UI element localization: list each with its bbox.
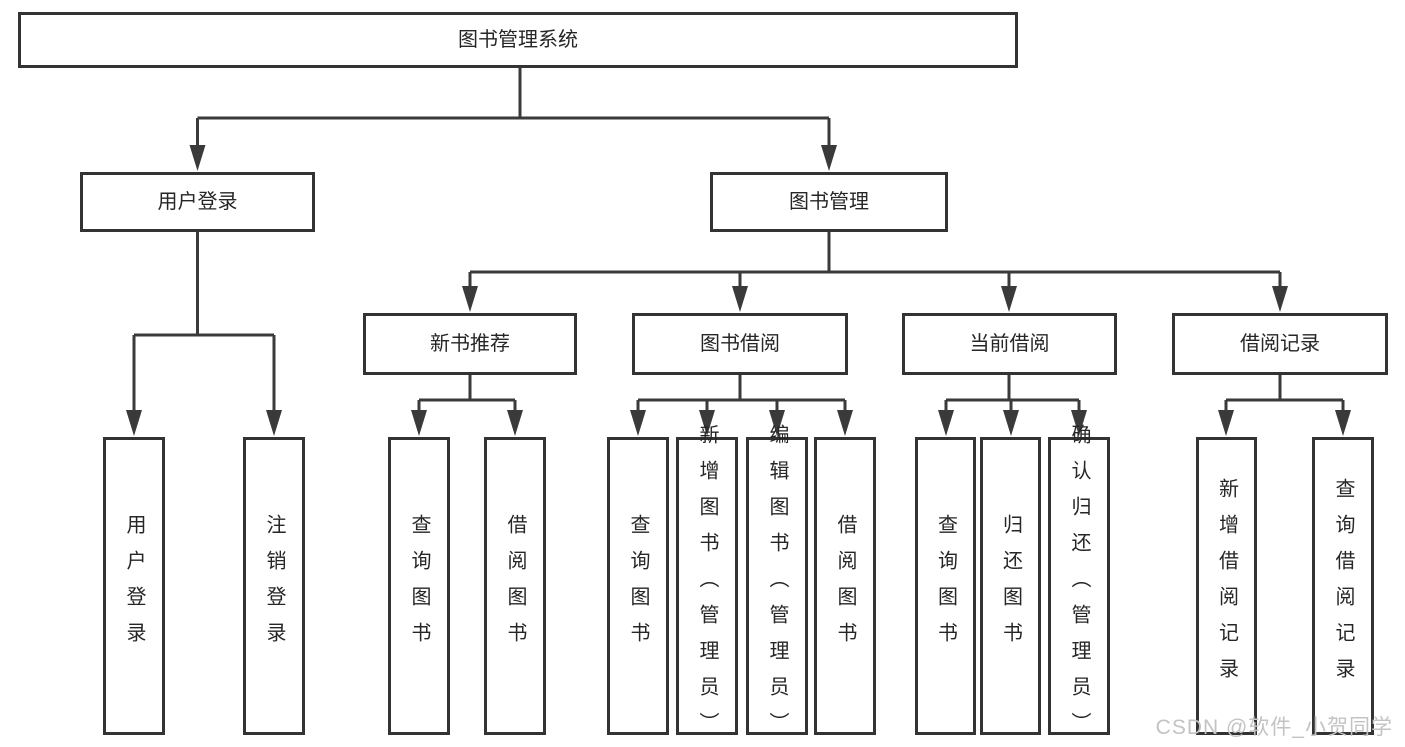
node-user-login: 用户登录 [80,172,315,232]
connector-borrow-records [1224,375,1345,414]
leaf-query-books-recommend: 查询图书 [388,437,450,735]
leaf-return-book-label: 归还图书 [999,514,1022,658]
leaf-confirm-return-admin: 确认归还（管理员） [1048,424,1110,747]
node-book-management: 图书管理 [710,172,948,232]
connector-book-borrow [636,375,847,414]
connector-new-book-recommend [417,375,517,414]
node-root: 图书管理系统 [18,12,1018,68]
connector-book-management [468,232,1282,291]
leaf-logout-label: 注销登录 [263,514,285,658]
leaf-query-books-borrow: 查询图书 [607,437,669,735]
connector-root [196,68,831,150]
leaf-add-borrow-record: 新增借阅记录 [1196,437,1257,735]
leaf-borrow-books: 借阅图书 [814,437,876,735]
node-current-borrow: 当前借阅 [902,313,1117,375]
node-book-borrow-label: 图书借阅 [700,333,780,355]
leaf-user-login: 用户登录 [103,437,165,735]
leaf-user-login-label: 用户登录 [123,514,145,658]
leaf-query-books-current-label: 查询图书 [934,514,957,658]
leaf-logout: 注销登录 [243,437,305,735]
leaf-add-book-admin-label: 新增图书（管理员） [696,424,718,747]
leaf-add-book-admin: 新增图书（管理员） [676,424,738,747]
node-new-book-recommend: 新书推荐 [363,313,577,375]
arrowheads [126,145,1351,436]
leaf-borrow-books-recommend: 借阅图书 [484,437,546,735]
node-user-login-label: 用户登录 [157,191,238,213]
node-borrow-records: 借阅记录 [1172,313,1388,375]
csdn-watermark: CSDN @软件_小贺同学 [1155,716,1393,739]
leaf-confirm-return-admin-label: 确认归还（管理员） [1068,424,1090,747]
node-root-label: 图书管理系统 [458,29,578,51]
connector-current-borrow [944,375,1081,414]
leaf-query-books-current: 查询图书 [915,437,976,735]
node-new-book-recommend-label: 新书推荐 [430,333,510,355]
leaf-edit-book-admin-label: 编辑图书（管理员） [766,424,788,747]
connector-user-login [132,232,276,414]
leaf-query-borrow-record: 查询借阅记录 [1312,437,1374,735]
node-borrow-records-label: 借阅记录 [1240,333,1320,355]
leaf-borrow-books-recommend-label: 借阅图书 [504,514,526,658]
node-current-borrow-label: 当前借阅 [969,333,1050,355]
leaf-add-borrow-record-label: 新增借阅记录 [1215,478,1238,694]
leaf-borrow-books-label: 借阅图书 [834,514,856,658]
leaf-query-borrow-record-label: 查询借阅记录 [1332,478,1354,694]
leaf-edit-book-admin: 编辑图书（管理员） [746,424,808,747]
leaf-query-books-borrow-label: 查询图书 [627,514,649,658]
leaf-return-book: 归还图书 [980,437,1041,735]
leaf-query-books-recommend-label: 查询图书 [408,514,430,658]
node-book-management-label: 图书管理 [789,191,869,213]
node-book-borrow: 图书借阅 [632,313,848,375]
